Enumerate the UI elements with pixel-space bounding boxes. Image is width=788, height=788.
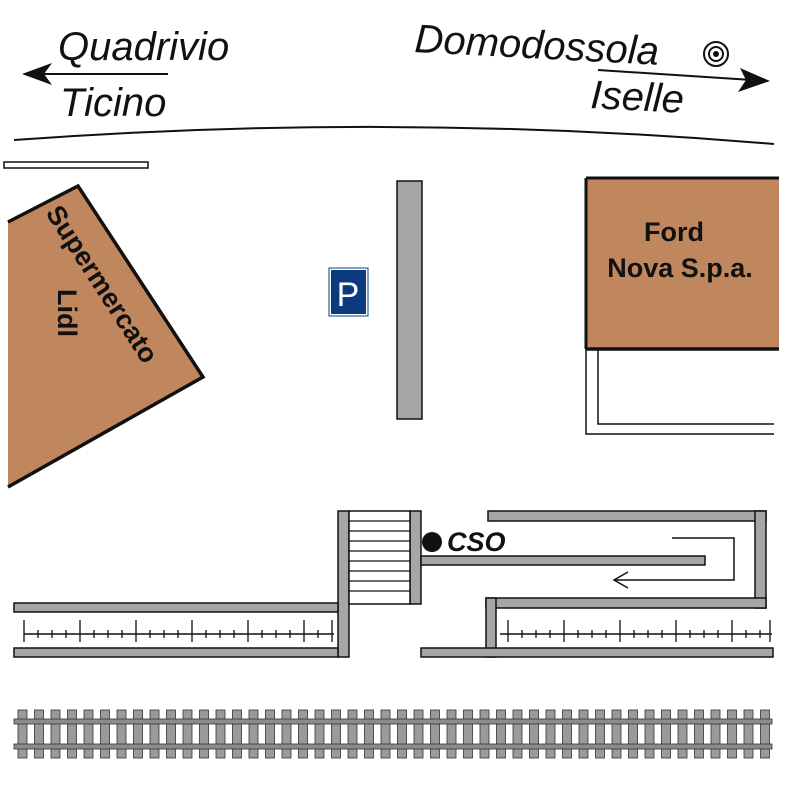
rail-top [13, 718, 773, 725]
railway-sleeper [116, 709, 127, 759]
railway-sleeper [17, 709, 28, 759]
railway-sleeper [760, 709, 770, 759]
railway-sleeper [232, 709, 242, 759]
platform-right-ticks [507, 620, 771, 642]
railway-sleeper [628, 709, 638, 759]
building-ford-label-line1: Ford [644, 217, 704, 247]
railway-sleeper [661, 709, 671, 759]
building-lidl-shape [8, 186, 203, 487]
railway-sleeper [479, 709, 490, 759]
platform-left-ticks [23, 620, 333, 642]
ford-lot-outer [585, 349, 774, 435]
direction-left: Quadrivio Ticino [22, 25, 229, 125]
railway-sleeper [182, 709, 193, 759]
rail-bottom [13, 743, 773, 750]
railway-sleeper [578, 709, 589, 759]
railway-sleeper [595, 709, 605, 759]
railway-sleeper [463, 709, 473, 759]
center-wall [396, 180, 423, 420]
railway-sleeper [67, 709, 77, 759]
side-road-stub [3, 161, 149, 169]
railway-sleeper [545, 709, 556, 759]
station-label: CSO [447, 527, 506, 557]
railway-sleeper [397, 709, 407, 759]
railway-sleeper [743, 709, 754, 759]
building-ford-label-line2: Nova S.p.a. [607, 253, 753, 283]
railway-sleeper [314, 709, 325, 759]
path-arrow-head [612, 571, 629, 589]
platform-left [13, 602, 339, 658]
platform-right [420, 620, 774, 658]
direction-left-line2: Ticino [60, 81, 166, 125]
railway-sleeper [166, 709, 176, 759]
stairway [337, 510, 422, 658]
ford-lot-inner [597, 349, 774, 425]
railway-sleeper [677, 709, 688, 759]
railway-sleeper [215, 709, 226, 759]
railway-sleeper [298, 709, 308, 759]
railway-sleeper [34, 709, 44, 759]
concentric-circles-icon [703, 41, 729, 67]
building-ford-shape [586, 178, 779, 349]
railway-sleepers [17, 709, 770, 759]
path-arrow-line [614, 537, 735, 581]
railway-sleeper [133, 709, 143, 759]
direction-left-line1: Quadrivio [58, 25, 229, 69]
direction-right-line1: Domodossola [414, 17, 661, 74]
railway-sleeper [248, 709, 259, 759]
arrow-right-line [597, 69, 753, 81]
railway-sleeper [694, 709, 704, 759]
railway-sleeper [644, 709, 655, 759]
railway-sleeper [83, 709, 94, 759]
parking-sign-icon: P [328, 267, 369, 317]
circle-dot-icon [422, 532, 442, 552]
railway-sleeper [496, 709, 506, 759]
railway-sleeper [199, 709, 209, 759]
railway-sleeper [512, 709, 523, 759]
railway-sleeper [364, 709, 374, 759]
parking-label: P [337, 276, 360, 314]
building-lidl-label-line2: Lidl [52, 289, 82, 337]
railway-sleeper [100, 709, 110, 759]
railway-sleeper [149, 709, 160, 759]
railway-sleeper [611, 709, 622, 759]
railway-sleeper [380, 709, 391, 759]
railway-sleeper [727, 709, 737, 759]
building-lidl-outline [7, 183, 206, 489]
walkway-right [420, 510, 767, 658]
railway-sleeper [430, 709, 440, 759]
railway-sleeper [265, 709, 275, 759]
railway-sleeper [446, 709, 457, 759]
railway-sleeper [529, 709, 539, 759]
arrow-left-head [22, 63, 52, 85]
building-lidl: Supermercato Lidl [7, 183, 206, 489]
railway-sleeper [413, 709, 424, 759]
main-road [13, 125, 775, 145]
railway-sleeper [562, 709, 572, 759]
railway-track [13, 709, 773, 759]
railway-sleeper [50, 709, 61, 759]
direction-right-line2: Iselle [590, 73, 686, 122]
railway-sleeper [331, 709, 341, 759]
arrow-right-head [738, 68, 770, 92]
railway-sleeper [347, 709, 358, 759]
direction-right: Domodossola Iselle [414, 17, 770, 122]
railway-sleeper [281, 709, 292, 759]
building-ford: Ford Nova S.p.a. [584, 176, 779, 435]
railway-sleeper [710, 709, 721, 759]
